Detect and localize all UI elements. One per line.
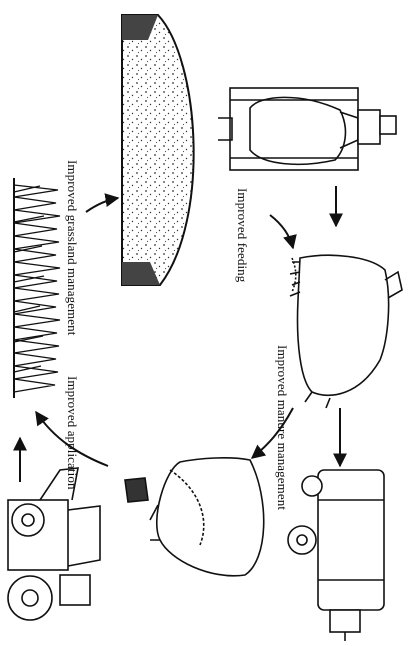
silage-clamp xyxy=(122,15,194,285)
label-improved-application: Improved application xyxy=(64,376,80,490)
label-grassland-management: Improved grassland management xyxy=(64,160,80,335)
cow-in-stall xyxy=(218,88,396,170)
arrow-feeding xyxy=(270,215,293,248)
label-improved-feeding: Improved feeding xyxy=(234,188,250,282)
manure-heap xyxy=(125,458,264,576)
slurry-tanker xyxy=(288,470,384,641)
cow xyxy=(290,255,402,408)
grassland xyxy=(14,178,60,398)
arrow-grass-to-silage xyxy=(86,198,118,212)
tractor-spreader xyxy=(8,468,100,620)
label-manure-management: Improved manure management xyxy=(274,345,290,510)
